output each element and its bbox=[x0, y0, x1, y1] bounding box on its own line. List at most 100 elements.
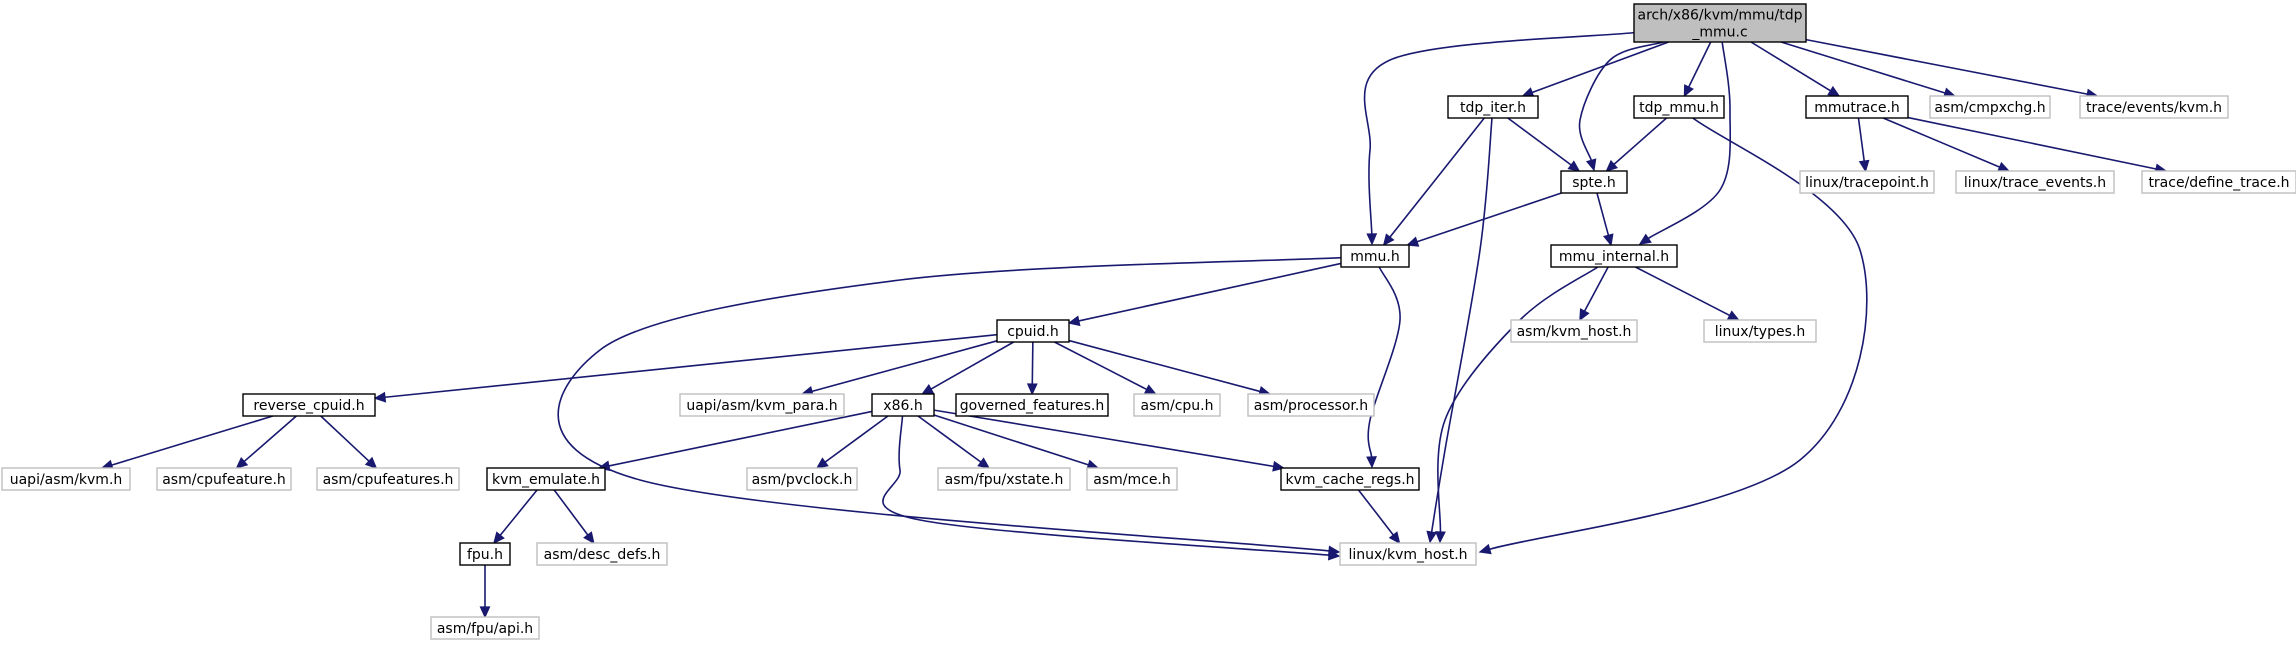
edge-line bbox=[1857, 117, 1866, 162]
graph-node-asm-cpufeatures: asm/cpufeatures.h bbox=[316, 467, 460, 491]
node-label: uapi/asm/kvm.h bbox=[10, 472, 123, 488]
edge-reverse-cpuid-to-asm-cpufeature bbox=[235, 415, 297, 469]
edge-arrowhead bbox=[1997, 161, 2011, 172]
node-label: asm/processor.h bbox=[1254, 398, 1368, 414]
graph-node-x86[interactable]: x86.h bbox=[871, 393, 935, 417]
edge-root-to-mmutrace bbox=[1750, 41, 1841, 97]
edge-mmutrace-to-linux-tracepoint bbox=[1857, 117, 1870, 173]
graph-node-linux-kvm-host: linux/kvm_host.h bbox=[1339, 542, 1477, 566]
node-label: kvm_emulate.h bbox=[492, 472, 600, 488]
node-box bbox=[1086, 467, 1178, 491]
edge-cpuid-to-reverse-cpuid bbox=[373, 333, 998, 403]
nodes-layer: arch/x86/kvm/mmu/tdp_mmu.c tdp_iter.h tdp_… bbox=[1, 3, 2296, 640]
graph-node-mmu-internal[interactable]: mmu_internal.h bbox=[1550, 244, 1678, 268]
node-label: trace/define_trace.h bbox=[2148, 175, 2289, 191]
graph-node-spte[interactable]: spte.h bbox=[1560, 170, 1628, 194]
edge-cpuid-to-governed-features bbox=[1026, 341, 1038, 396]
node-label: linux/types.h bbox=[1715, 324, 1805, 340]
node-label: linux/kvm_host.h bbox=[1348, 547, 1467, 563]
node-box bbox=[1633, 95, 1725, 119]
node-label: asm/cmpxchg.h bbox=[1934, 100, 2045, 116]
edge-arrowhead bbox=[1827, 85, 1841, 97]
graph-node-reverse-cpuid[interactable]: reverse_cpuid.h bbox=[242, 393, 376, 417]
node-box bbox=[1550, 244, 1678, 268]
edge-line bbox=[1805, 38, 2088, 95]
graph-node-kvm-cache-regs[interactable]: kvm_cache_regs.h bbox=[1280, 467, 1420, 491]
graph-node-cpuid[interactable]: cpuid.h bbox=[996, 319, 1070, 343]
node-box bbox=[1955, 170, 2115, 194]
edge-line bbox=[1389, 117, 1485, 238]
edge-arrowhead bbox=[1605, 159, 1619, 172]
edge-arrowhead bbox=[1143, 384, 1157, 395]
node-box bbox=[1633, 3, 1807, 43]
edge-tdp-iter-to-spte bbox=[1507, 117, 1581, 172]
node-box bbox=[1340, 244, 1410, 268]
node-label: asm/cpufeatures.h bbox=[323, 472, 454, 488]
node-box bbox=[1447, 95, 1539, 119]
node-box bbox=[242, 393, 376, 417]
node-label: asm/cpufeature.h bbox=[162, 472, 286, 488]
node-box bbox=[679, 393, 845, 417]
graph-node-asm-cmpxchg: asm/cmpxchg.h bbox=[1929, 95, 2051, 119]
edge-kvm-emulate-to-fpu bbox=[493, 489, 538, 545]
graph-node-asm-cpufeature: asm/cpufeature.h bbox=[156, 467, 292, 491]
node-label: mmu.h bbox=[1350, 249, 1399, 265]
node-label: linux/tracepoint.h bbox=[1805, 175, 1929, 191]
graph-node-root[interactable]: arch/x86/kvm/mmu/tdp_mmu.c bbox=[1633, 3, 1807, 43]
edge-line bbox=[557, 256, 1342, 552]
edge-mmu-to-cpuid bbox=[1067, 262, 1342, 327]
edge-line bbox=[1531, 41, 1669, 94]
edge-tdp-iter-to-mmu bbox=[1382, 117, 1485, 247]
edge-line bbox=[1780, 41, 1946, 94]
node-box bbox=[1280, 467, 1420, 491]
node-box bbox=[1929, 95, 2051, 119]
node-label: linux/trace_events.h bbox=[1964, 175, 2106, 191]
node-label: mmutrace.h bbox=[1814, 100, 1900, 116]
node-box bbox=[937, 467, 1071, 491]
edge-reverse-cpuid-to-asm-cpufeatures bbox=[320, 415, 378, 469]
edge-line bbox=[933, 414, 1089, 466]
edge-arrowhead bbox=[1638, 233, 1652, 245]
graph-node-mmutrace[interactable]: mmutrace.h bbox=[1805, 95, 1909, 119]
edge-line bbox=[1882, 117, 2000, 168]
graph-node-linux-tracepoint: linux/tracepoint.h bbox=[1799, 170, 1935, 194]
graph-node-fpu[interactable]: fpu.h bbox=[459, 542, 511, 566]
edge-kvm-cache-regs-to-linux-kvm-host bbox=[1357, 489, 1401, 545]
graph-node-tdp-mmu[interactable]: tdp_mmu.h bbox=[1633, 95, 1725, 119]
graph-node-mmu[interactable]: mmu.h bbox=[1340, 244, 1410, 268]
edge-line bbox=[1363, 31, 1635, 235]
edge-line bbox=[1416, 192, 1562, 243]
node-label: spte.h bbox=[1572, 175, 1616, 191]
edge-arrowhead bbox=[1026, 383, 1038, 396]
graph-node-governed-features[interactable]: governed_features.h bbox=[955, 393, 1109, 417]
edge-tdp-mmu-to-spte bbox=[1605, 117, 1668, 172]
edge-line bbox=[824, 415, 889, 463]
edge-line bbox=[1578, 41, 1664, 161]
edge-x86-to-asm-pvclock bbox=[815, 415, 889, 469]
graph-node-trace-define-trace: trace/define_trace.h bbox=[2141, 170, 2296, 194]
graph-node-tdp-iter[interactable]: tdp_iter.h bbox=[1447, 95, 1539, 119]
edge-root-to-asm-cmpxchg bbox=[1780, 41, 1957, 99]
edge-line bbox=[1635, 266, 1731, 317]
edge-line bbox=[811, 340, 998, 393]
edge-line bbox=[917, 415, 982, 463]
node-label: mmu_internal.h bbox=[1559, 249, 1669, 265]
edge-line bbox=[1596, 192, 1610, 236]
edge-kvm-emulate-to-asm-desc-defs bbox=[553, 489, 595, 545]
edge-root-to-spte bbox=[1578, 41, 1664, 172]
graph-node-trace-events-kvm: trace/events/kvm.h bbox=[2079, 95, 2229, 119]
edge-root-to-mmu bbox=[1363, 31, 1635, 246]
graph-node-uapi-asm-kvm: uapi/asm/kvm.h bbox=[1, 467, 131, 491]
edge-line bbox=[1489, 117, 1868, 551]
node-box bbox=[1247, 393, 1375, 417]
node-label: asm/cpu.h bbox=[1140, 398, 1213, 414]
node-label: governed_features.h bbox=[960, 398, 1104, 414]
edge-arrowhead bbox=[373, 391, 387, 403]
edge-root-to-tdp-mmu bbox=[1683, 41, 1712, 98]
edge-line bbox=[1054, 341, 1148, 391]
edge-mmu-internal-to-linux-kvm-host bbox=[1435, 266, 1599, 544]
node-box bbox=[1703, 319, 1817, 343]
graph-node-kvm-emulate[interactable]: kvm_emulate.h bbox=[486, 467, 606, 491]
node-label: tdp_mmu.h bbox=[1639, 100, 1719, 116]
node-box bbox=[1, 467, 131, 491]
